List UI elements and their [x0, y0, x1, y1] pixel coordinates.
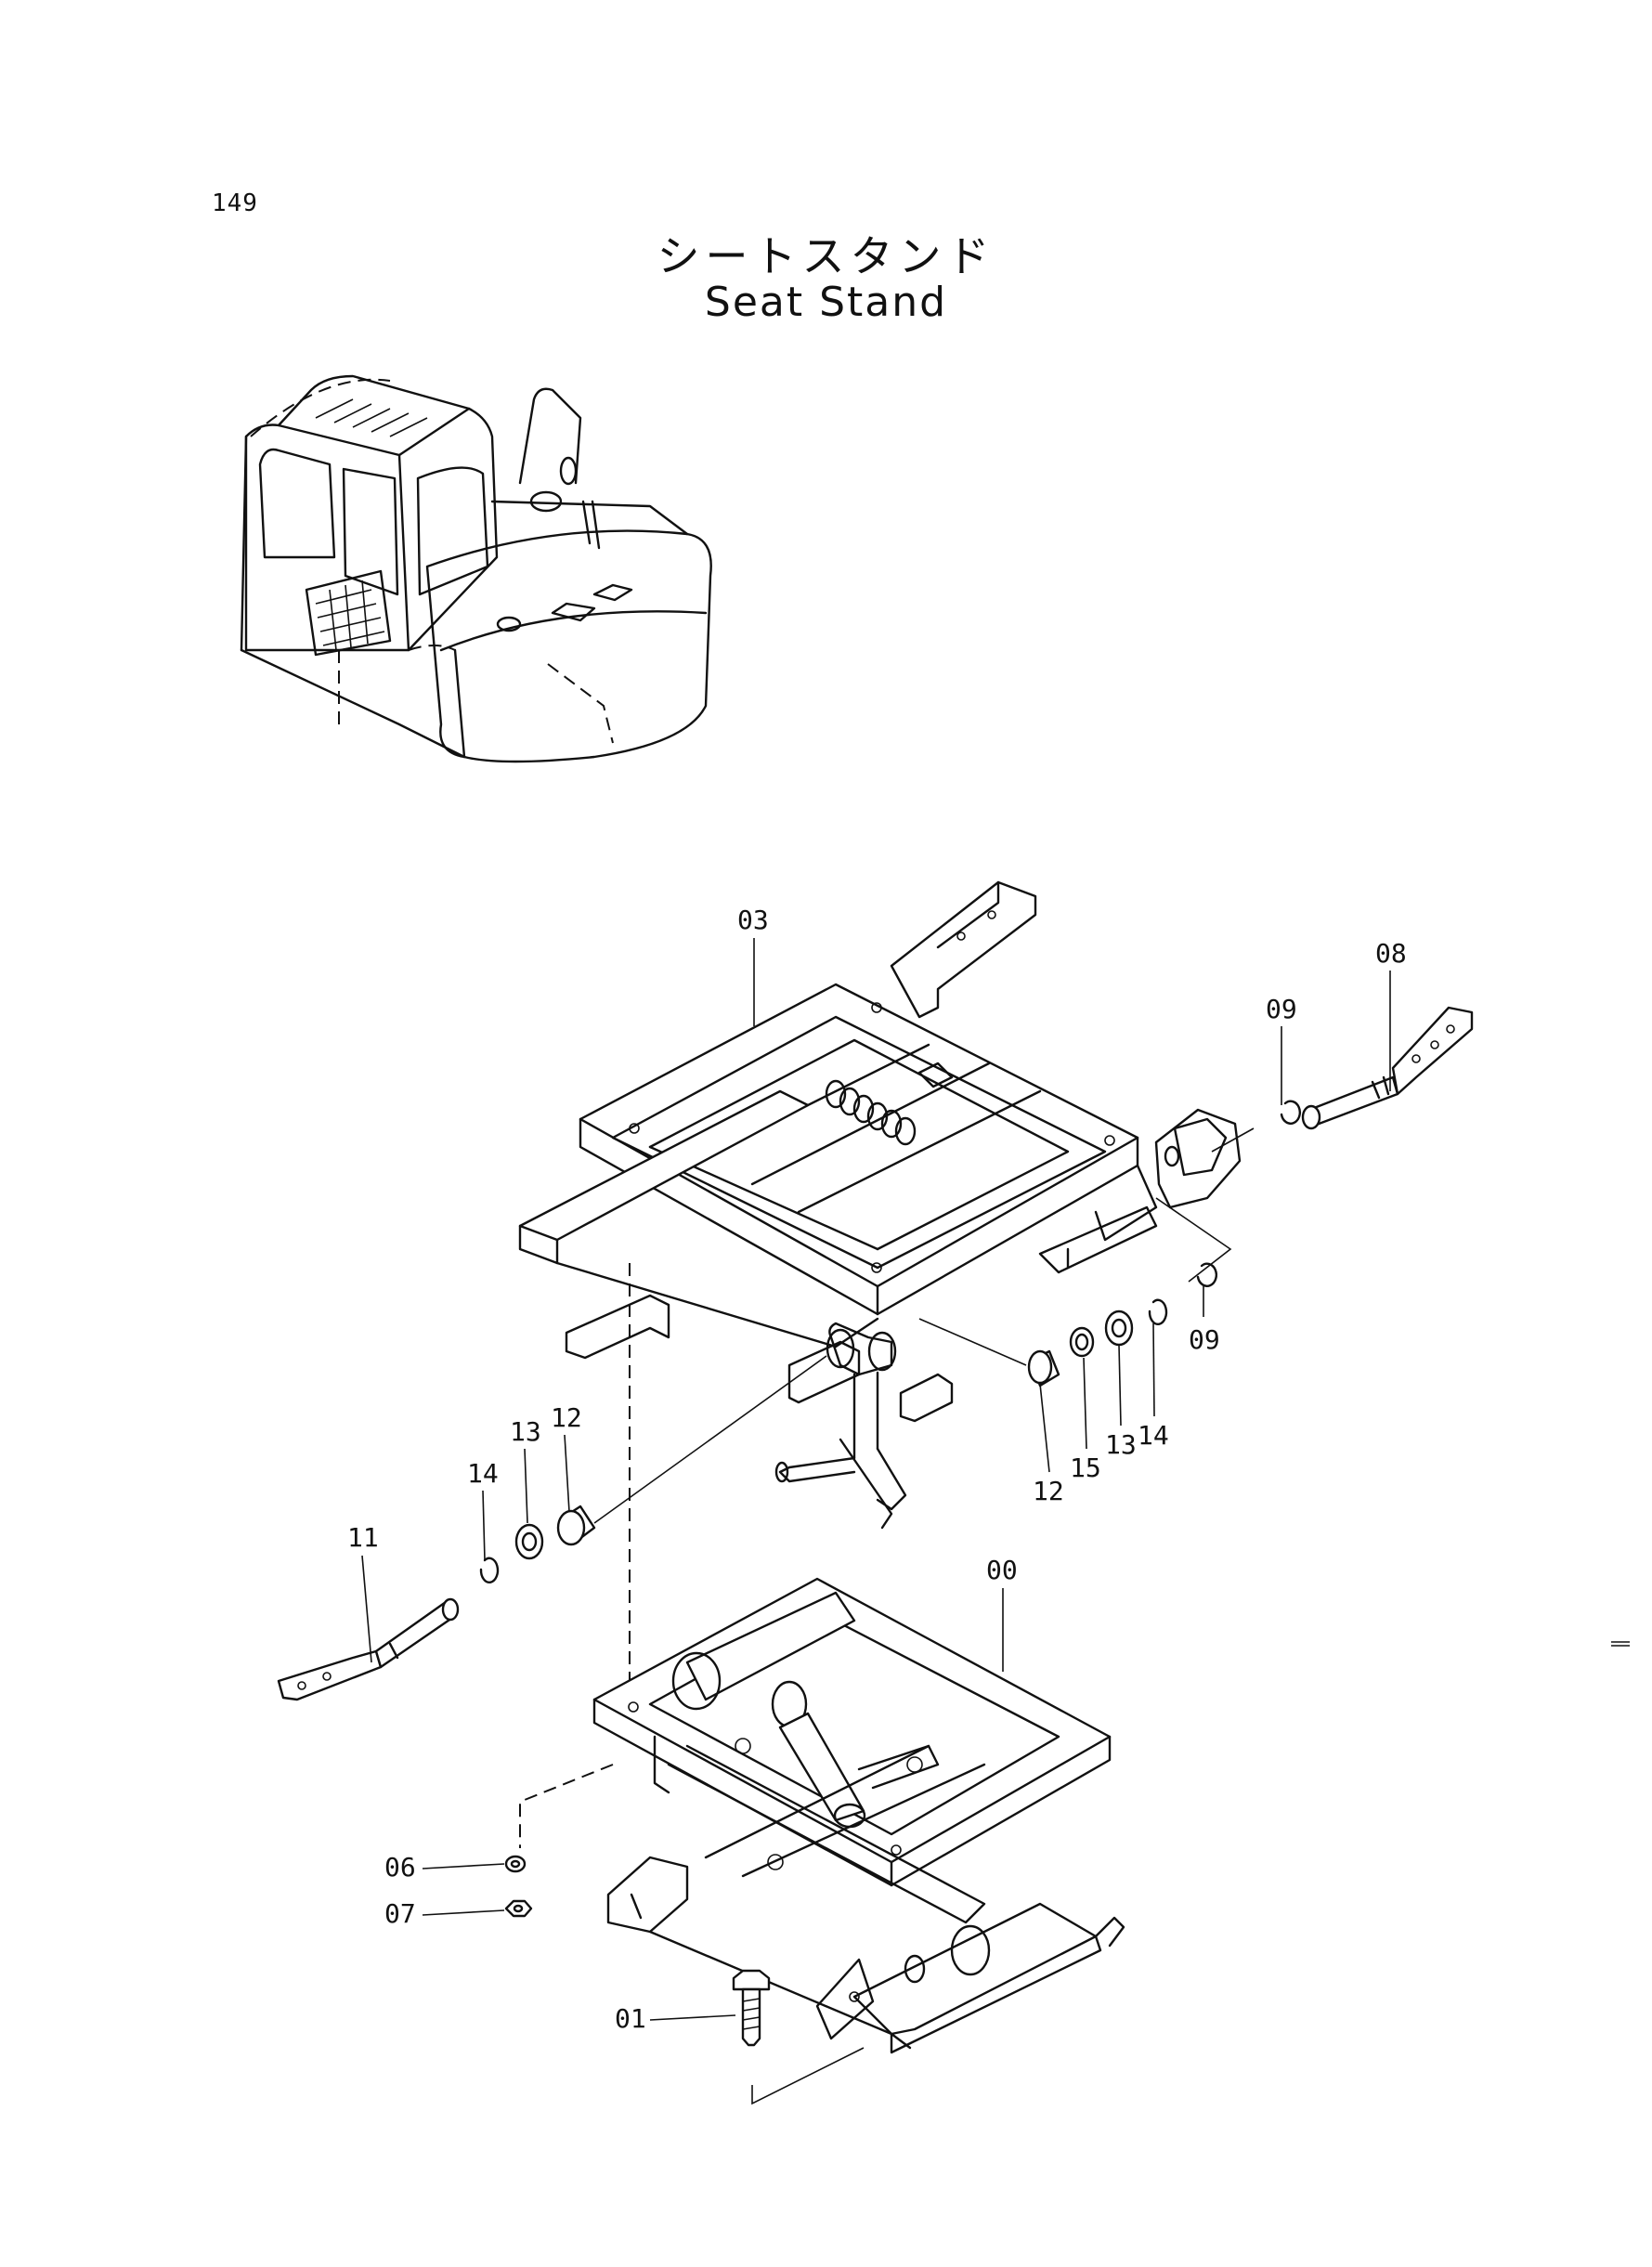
scan-mark [1611, 1641, 1630, 1647]
springs [825, 1079, 917, 1146]
bushing-stack-left [479, 1355, 827, 1583]
clip-09-lower [1196, 1262, 1217, 1287]
callout-13-left: 13 [510, 1416, 541, 1447]
callout-13-right: 13 [1105, 1429, 1137, 1460]
callout-00: 00 [986, 1555, 1018, 1585]
callout-07: 07 [384, 1898, 416, 1929]
callout-09-lower: 09 [1189, 1324, 1220, 1355]
callout-08: 08 [1375, 938, 1407, 969]
callout-11: 11 [347, 1522, 379, 1553]
callout-labels: 03 08 09 09 12 15 13 14 11 14 13 12 00 0… [347, 905, 1407, 2034]
callout-12-left: 12 [551, 1402, 582, 1433]
suspension-base [592, 1577, 1125, 2054]
nut-07 [504, 1899, 533, 1918]
pin-left-11 [277, 1597, 460, 1701]
callout-01: 01 [615, 2003, 646, 2034]
clip-09-upper [1280, 1100, 1301, 1125]
washer-06 [504, 1855, 527, 1873]
bolt-01 [732, 1969, 771, 2047]
callout-12-right: 12 [1033, 1476, 1064, 1506]
pin-right-08 [1301, 1006, 1474, 1130]
title-japanese: シートスタンド [657, 231, 995, 281]
page-number: 149 [212, 189, 258, 217]
leader-lines [361, 938, 1391, 2021]
callout-03: 03 [737, 905, 769, 935]
callout-06: 06 [384, 1852, 416, 1883]
callout-14-left: 14 [467, 1458, 499, 1489]
machine-overview-illustration [240, 374, 712, 763]
seat-frame-upper [518, 880, 1242, 1530]
callout-15: 15 [1070, 1453, 1101, 1483]
callout-14-right: 14 [1138, 1420, 1169, 1451]
bushing-stack-right [918, 1298, 1168, 1388]
title-english: Seat Stand [704, 279, 948, 326]
callout-09-upper: 09 [1266, 994, 1297, 1024]
